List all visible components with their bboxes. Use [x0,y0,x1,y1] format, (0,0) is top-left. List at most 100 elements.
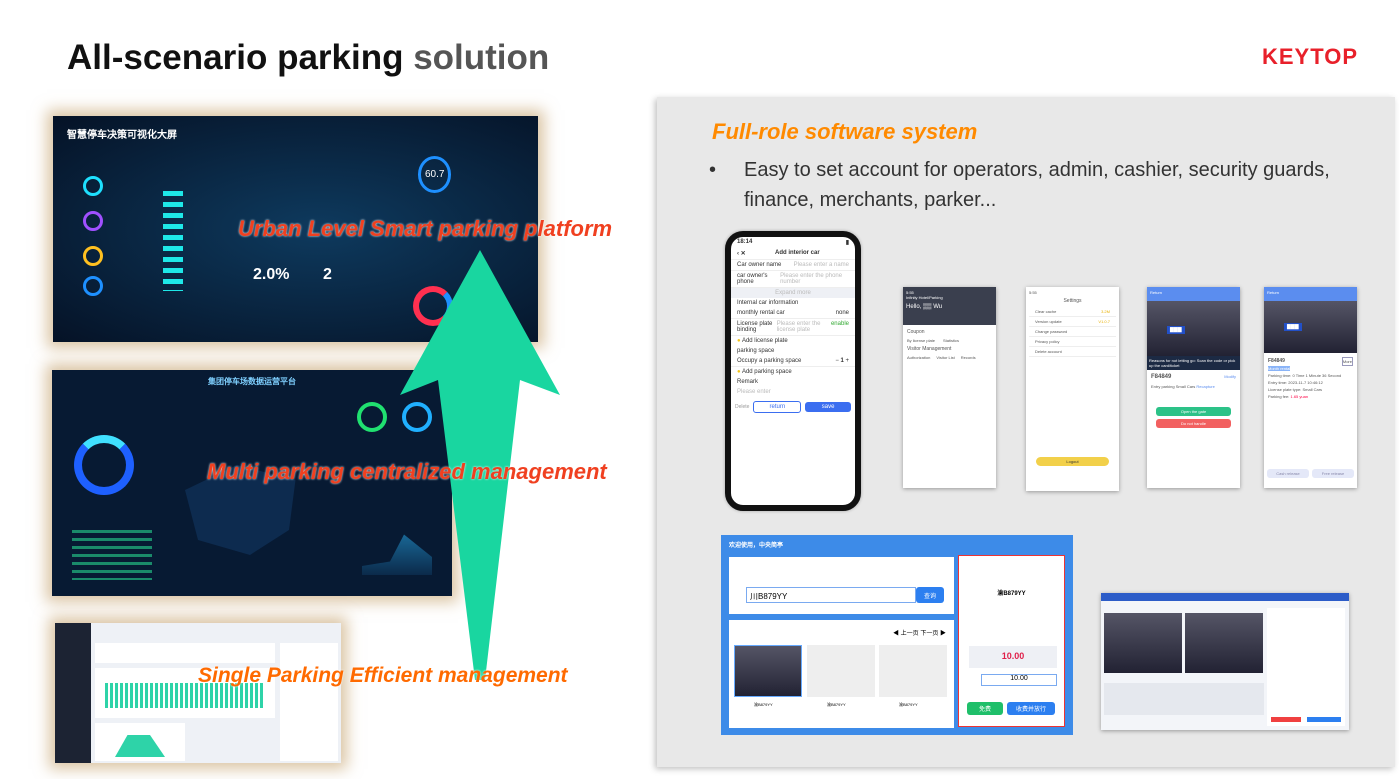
detail-panel [1267,608,1345,726]
expand-more[interactable]: Expand more [731,288,855,298]
cash-release-button[interactable]: Cash release [1267,469,1309,478]
name-input[interactable]: Please enter a name [793,262,849,268]
screen-title: Add interior car [775,250,820,256]
entry-time: 2023-11-7 10:46:12 [1288,380,1323,385]
open-gate-button[interactable]: Open the gate [1156,407,1231,416]
free-button[interactable]: 免费 [967,702,1003,715]
action-button[interactable] [1271,717,1301,722]
side-panel [280,643,338,761]
field-label: License plate binding [737,321,773,333]
delete-account-item[interactable]: Delete account [1035,349,1062,354]
car-thumbnail[interactable] [879,645,947,697]
enable-toggle[interactable]: enable [830,321,849,327]
gauge-ring [83,211,103,231]
free-release-button[interactable]: Free release [1312,469,1354,478]
next-page[interactable]: 下一页 ▶ [920,631,946,637]
overlay-urban: Urban Level Smart parking platform [238,216,613,241]
remark-input[interactable]: Please enter [737,389,771,395]
growth-arrow-icon [400,250,560,680]
multi-parking-dashboard: 集团停车场数据运营平台 [52,370,452,596]
by-plate-button[interactable]: By license plate [907,338,936,343]
status-time: 5:55 [1029,290,1037,295]
keytop-logo: KEYTOP [1262,44,1359,69]
stat-cards [95,643,275,663]
phone-release: Return ▇▇▇ F84849 More Month rental Park… [1264,287,1357,488]
prev-page[interactable]: ◀ 上一页 [892,631,919,637]
back-button[interactable]: Return [1147,287,1240,301]
pager[interactable]: ◀ 上一页 下一页 ▶ [893,628,946,637]
modify-link[interactable]: Modify [1224,374,1236,379]
status-time: 18:14 [737,239,753,245]
stat-value: 2 [323,266,332,283]
received-input[interactable]: 10.00 [981,674,1057,686]
lane-status [1104,683,1264,715]
camera-view [1185,613,1263,673]
cashier-console: 欢迎使用，中央简亭 川B879YY 查询 ◀ 上一页 下一页 ▶ 渝B879YY… [721,535,1073,735]
version-update-item[interactable]: Version update [1035,319,1062,324]
car-thumbnail[interactable] [734,645,802,697]
top-bar [1101,593,1349,601]
save-button[interactable]: save [805,402,852,412]
phone-input[interactable]: Please enter the phone number [780,273,843,285]
page-title: All-scenario parking solution [67,38,549,78]
bar-list [72,530,152,580]
plate-search-input[interactable]: 川B879YY [746,587,916,603]
authorization-button[interactable]: Authorization [907,355,931,360]
amount-due: 10.00 [969,646,1057,668]
back-button[interactable]: Return [1264,287,1357,301]
label: Parking time: [1268,373,1292,378]
field-label: car owner's phone [737,273,768,285]
query-button[interactable]: 查询 [916,587,944,603]
occupy-label: Occupy a parking space [737,358,802,364]
more-button[interactable]: More [1341,357,1353,366]
car-plate: 渝B879YY [754,702,773,707]
gauge-value: 60.7 [418,156,452,193]
overlay-multi: Multi parking centralized management [207,459,607,484]
car-type-select[interactable]: Small Cars [1175,384,1196,389]
title-rest: solution [403,38,550,77]
panel-heading: Full-role software system [712,119,978,144]
phone-gate: Return ▇▇▇ Reasons for not letting go: S… [1147,287,1240,488]
dashboard-title: 集团停车场数据运营平台 [208,377,296,386]
add-space-button[interactable]: Add parking space [741,369,792,375]
change-password-item[interactable]: Change password [1035,329,1068,334]
status-time: 5:55 [906,290,914,295]
do-not-handle-button[interactable]: Do not handle [1156,419,1231,428]
bar-list [163,191,183,291]
delete-button[interactable]: Delete [735,404,750,410]
org-name: Infinity Hotel/Parking [906,295,943,300]
plate-number: F84849 [1268,358,1285,364]
back-icon[interactable]: ‹ ✕ [737,251,746,257]
clear-cache-item[interactable]: Clear cache [1035,309,1057,314]
car-plate: 渝B879YY [827,702,846,707]
area-chart [95,723,185,761]
stat-value: 2.0% [253,266,290,283]
privacy-policy-item[interactable]: Privacy policy [1035,339,1060,344]
gauge-ring [357,402,387,432]
car-thumbnail[interactable] [807,645,875,697]
logout-button[interactable]: Logout [1036,457,1109,466]
add-plate-button[interactable]: Add license plate [741,338,788,344]
result-plate: 渝B879YY [997,591,1026,597]
donut-chart [74,435,134,495]
return-button[interactable]: return [753,401,802,413]
collect-release-button[interactable]: 收费并放行 [1007,702,1055,715]
plate-input[interactable]: Please enter the license plate [776,321,821,333]
statistics-button[interactable]: Statistics [943,338,960,343]
recapture-link[interactable]: Recapture [1196,384,1215,389]
none-select[interactable]: none [835,310,849,316]
sidebar [55,623,91,763]
plate-type-select[interactable]: Small Cars [1302,387,1323,392]
bar-chart [95,668,275,718]
phone-add-car: 18:14▮ ‹ ✕Add interior car Car owner nam… [725,231,861,511]
phone-home: 5:55 Infinity Hotel/Parking Hello, ▒▒ Wu… [903,287,996,488]
gauge-ring [83,176,103,196]
quantity-stepper[interactable]: − 1 + [835,358,849,364]
visitor-list-button[interactable]: Visitor List [936,355,955,360]
action-button[interactable] [1307,717,1341,722]
label: License plate type: [1268,387,1302,392]
field-label: Remark [737,379,759,385]
car-type-select[interactable]: monthly rental car [737,310,785,316]
records-button[interactable]: Records [960,355,976,360]
